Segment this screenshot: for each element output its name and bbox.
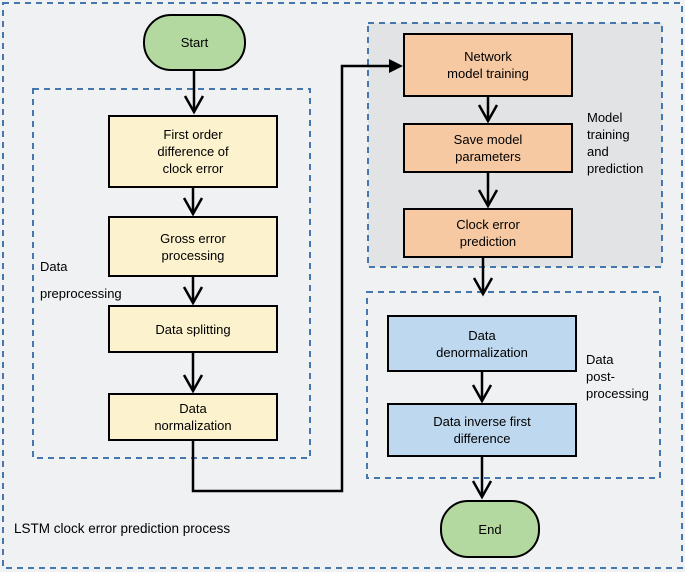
node-data-normalization-label: Data normalization: [154, 401, 232, 433]
node-first-order-difference: First order difference of clock error: [108, 115, 278, 188]
node-start: Start: [143, 14, 246, 71]
node-end-label: End: [478, 521, 502, 537]
node-gross-error-processing-label: Gross error processing: [160, 230, 226, 263]
node-start-label: Start: [180, 35, 209, 50]
node-end: End: [440, 500, 540, 558]
postprocessing-group-label: Data post- processing: [586, 352, 649, 401]
training-group-label: Model training and prediction: [587, 110, 644, 176]
postprocessing-group-box: [366, 291, 661, 479]
node-data-inverse-first-difference-label: Data inverse first difference: [433, 414, 531, 446]
node-data-normalization: Data normalization: [108, 393, 278, 441]
node-save-model-parameters: Save model parameters: [403, 123, 573, 173]
preprocessing-group-box: [32, 88, 311, 459]
node-data-splitting: Data splitting: [108, 305, 278, 353]
diagram-title: LSTM clock error prediction process: [14, 521, 231, 536]
node-first-order-difference-label: First order difference of clock error: [157, 127, 229, 176]
node-network-model-training-label: Network model training: [447, 49, 529, 81]
node-clock-error-prediction: Clock error prediction: [403, 208, 573, 258]
preprocessing-group-label: Data preprocessing: [40, 259, 122, 301]
node-data-denormalization-label: Data denormalization: [436, 327, 528, 360]
node-gross-error-processing: Gross error processing: [108, 216, 278, 277]
node-data-inverse-first-difference: Data inverse first difference: [387, 403, 577, 457]
node-data-splitting-label: Data splitting: [155, 321, 231, 337]
node-data-denormalization: Data denormalization: [387, 315, 577, 372]
node-clock-error-prediction-label: Clock error prediction: [456, 217, 520, 249]
node-network-model-training: Network model training: [403, 33, 573, 97]
node-save-model-parameters-label: Save model parameters: [453, 132, 523, 164]
